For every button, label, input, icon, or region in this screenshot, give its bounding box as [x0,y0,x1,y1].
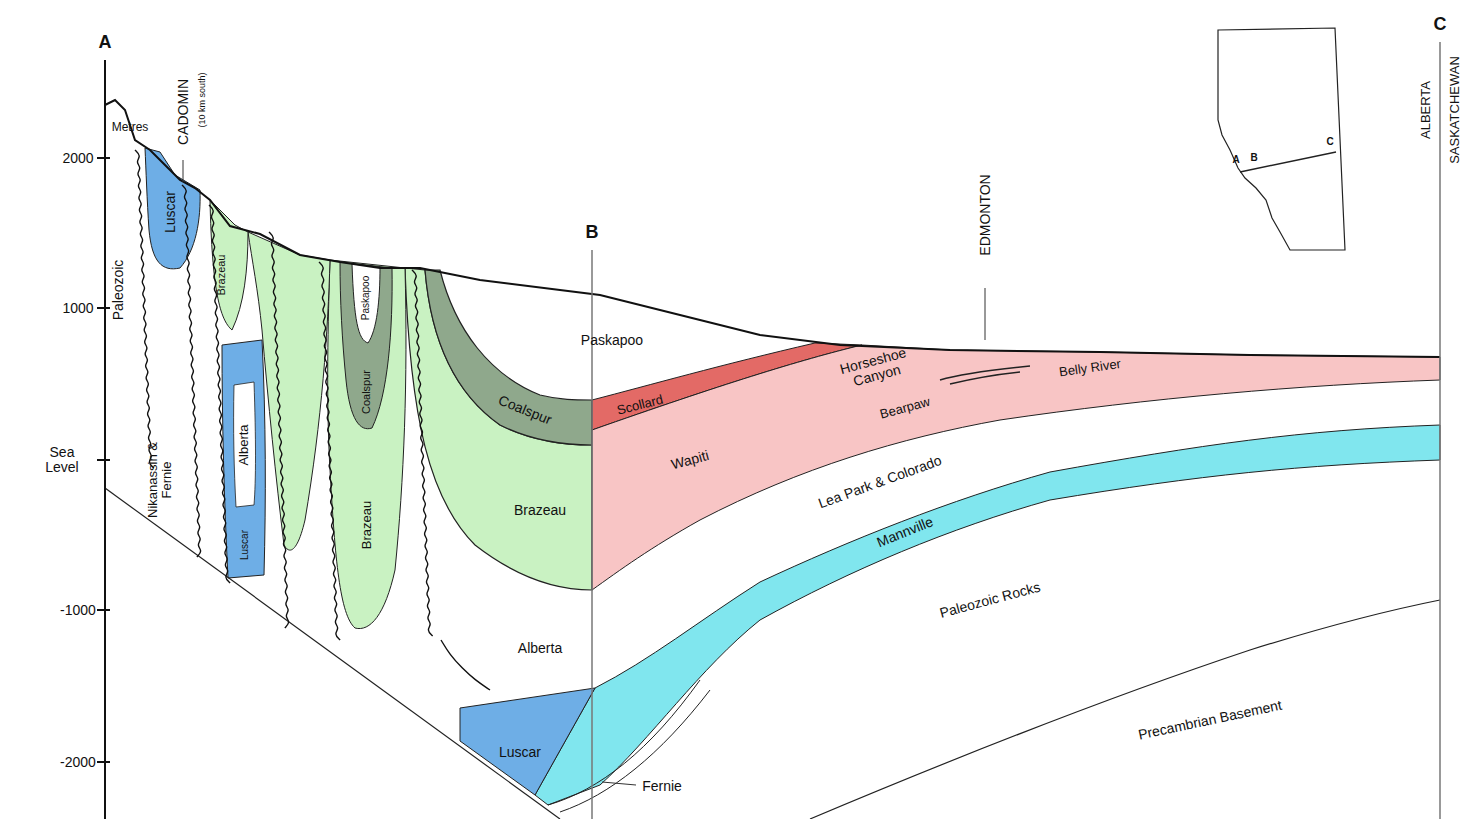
fault-line [441,640,490,690]
formation-label: Luscar [163,191,178,233]
elevation-axis [97,60,110,819]
formation-label: 2000 [62,151,93,166]
fault-line [135,150,154,468]
formation-label: -1000 [60,603,96,618]
brazeau-unit [328,260,406,629]
formation-label: Coalspur [361,370,373,414]
luscar-unit [145,148,200,269]
section-line [1439,42,1441,819]
leader-line [602,782,636,785]
formation-label: ALBERTA [1419,81,1433,139]
section-letter: C [1434,15,1447,34]
formation-label: 1000 [62,301,93,316]
leader-line [985,288,986,340]
fault-line [269,232,289,628]
formation-label: Paleozoic Rocks [938,580,1042,621]
formation-label: CADOMIN [176,79,191,145]
formation-label: Brazeau [514,503,566,518]
formation-label: Luscar [240,530,251,560]
section-letter: B [586,223,599,242]
formation-label: Alberta [518,641,562,656]
formation-label: Paskapoo [361,276,372,320]
formation-label: SASKATCHEWAN [1448,56,1462,164]
mannville-unit [535,425,1440,805]
formation-label: Metres [112,121,149,134]
formation-label: Nikanassin & Fernie [146,440,173,520]
wapiti-unit [592,345,1440,590]
fernie-unit [548,680,710,812]
fault-line [319,262,340,640]
fault-line [412,270,433,636]
fault-line [182,185,201,557]
formation-label: Alberta [237,424,251,465]
formation-label: (10 km south) [198,72,207,127]
fault-line [209,205,230,583]
luscar-unit [222,340,265,578]
coalspur-unit [340,262,392,429]
formation-label: Precambrian Basement [1137,698,1283,743]
formation-label: Luscar [499,745,541,760]
section-letter: A [99,33,112,52]
inset-section-line [1240,152,1336,172]
formation-label: Brazeau [216,255,228,296]
formation-label: EDMONTON [978,174,993,255]
formation-label: Paleozoic [111,260,126,321]
alberta-inset-map [1218,28,1345,250]
formation-label: Fernie [642,779,682,794]
brazeau-unit [405,268,592,590]
formation-label: Sea Level [42,445,82,474]
bearpaw-lens [940,366,1030,384]
formation-label: -2000 [60,755,96,770]
formation-label: A [1232,155,1239,166]
alberta-unit [234,382,256,507]
formation-label: Paskapoo [581,333,643,348]
paskapoo-unit [352,264,380,343]
formation-label: C [1326,137,1333,148]
basement-contact [810,600,1440,819]
formation-label: B [1250,153,1257,164]
formation-label: Brazeau [360,501,374,549]
coalspur-unit [425,270,592,445]
leader-line [183,160,184,182]
luscar-unit [460,688,595,795]
